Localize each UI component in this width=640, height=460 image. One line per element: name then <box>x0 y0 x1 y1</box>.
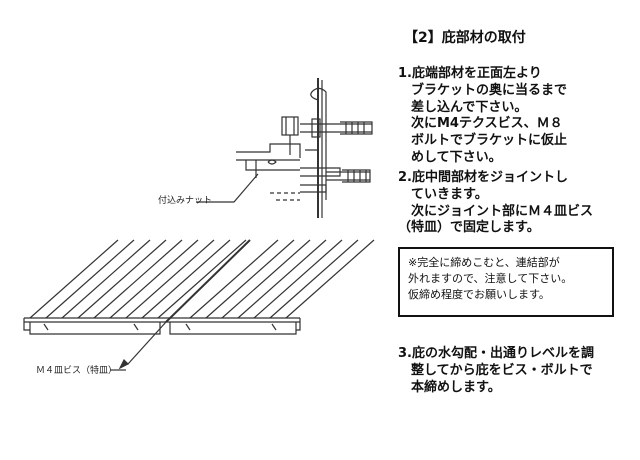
note-line: ※完全に締めこむと、連結部が <box>408 256 560 269</box>
section-heading: 【2】庇部材の取付 <box>404 30 526 46</box>
step-line: めして下さい。 <box>398 149 502 165</box>
step-3: 3.庇の水勾配・出通りレベルを調 整してから庇をビス・ボルトで 本締めします。 <box>398 346 594 396</box>
note-line: 仮締め程度でお願いします。 <box>408 288 550 301</box>
nut-leader <box>196 173 259 203</box>
m4-flat-screw <box>110 321 167 371</box>
step-2: 2.庇中間部材をジョイントし ていきます。 次にジョイント部にＭ４皿ビス （特皿… <box>398 170 593 237</box>
eave-end-member <box>236 143 301 201</box>
bracket-bolt <box>281 116 373 155</box>
step-line: 差し込んで下さい。 <box>398 99 528 115</box>
step-line: 次にジョイント部にＭ４皿ビス <box>398 203 594 219</box>
installation-diagram <box>23 78 375 371</box>
step-line: 整してから庇をビス・ボルトで <box>398 362 593 378</box>
step-1: 1.庇端部材を正面左より ブラケットの奥に当るまで 差し込んで下さい。 次にM4… <box>398 66 567 167</box>
step-line: 1.庇端部材を正面左より <box>398 66 542 81</box>
bracket <box>300 78 341 218</box>
step-line: ていきます。 <box>398 186 488 202</box>
step-line: 2.庇中間部材をジョイントし <box>398 170 568 185</box>
step-line: ボルトでブラケットに仮止 <box>398 133 568 149</box>
panel-joint <box>165 239 251 323</box>
step-line: 次にM4テクスビス、Ｍ８ <box>398 116 563 132</box>
eave-panel-ribs <box>29 239 375 319</box>
step-line: （特皿）で固定します。 <box>398 220 540 236</box>
note-line: 外れますので、注意して下さい。 <box>408 272 573 285</box>
bracket-lower-bolt <box>326 169 371 183</box>
caution-note: ※完全に締めこむと、連結部が 外れますので、注意して下さい。 仮締め程度でお願い… <box>398 247 614 317</box>
screw-label: Ｍ４皿ビス（特皿） <box>36 366 118 376</box>
nut-label: 付込みナット <box>158 196 213 206</box>
step-line: ブラケットの奥に当るまで <box>398 82 568 98</box>
step-line: 3.庇の水勾配・出通りレベルを調 <box>398 346 594 361</box>
step-line: 本締めします。 <box>398 379 501 395</box>
eave-panel-front <box>23 317 301 335</box>
